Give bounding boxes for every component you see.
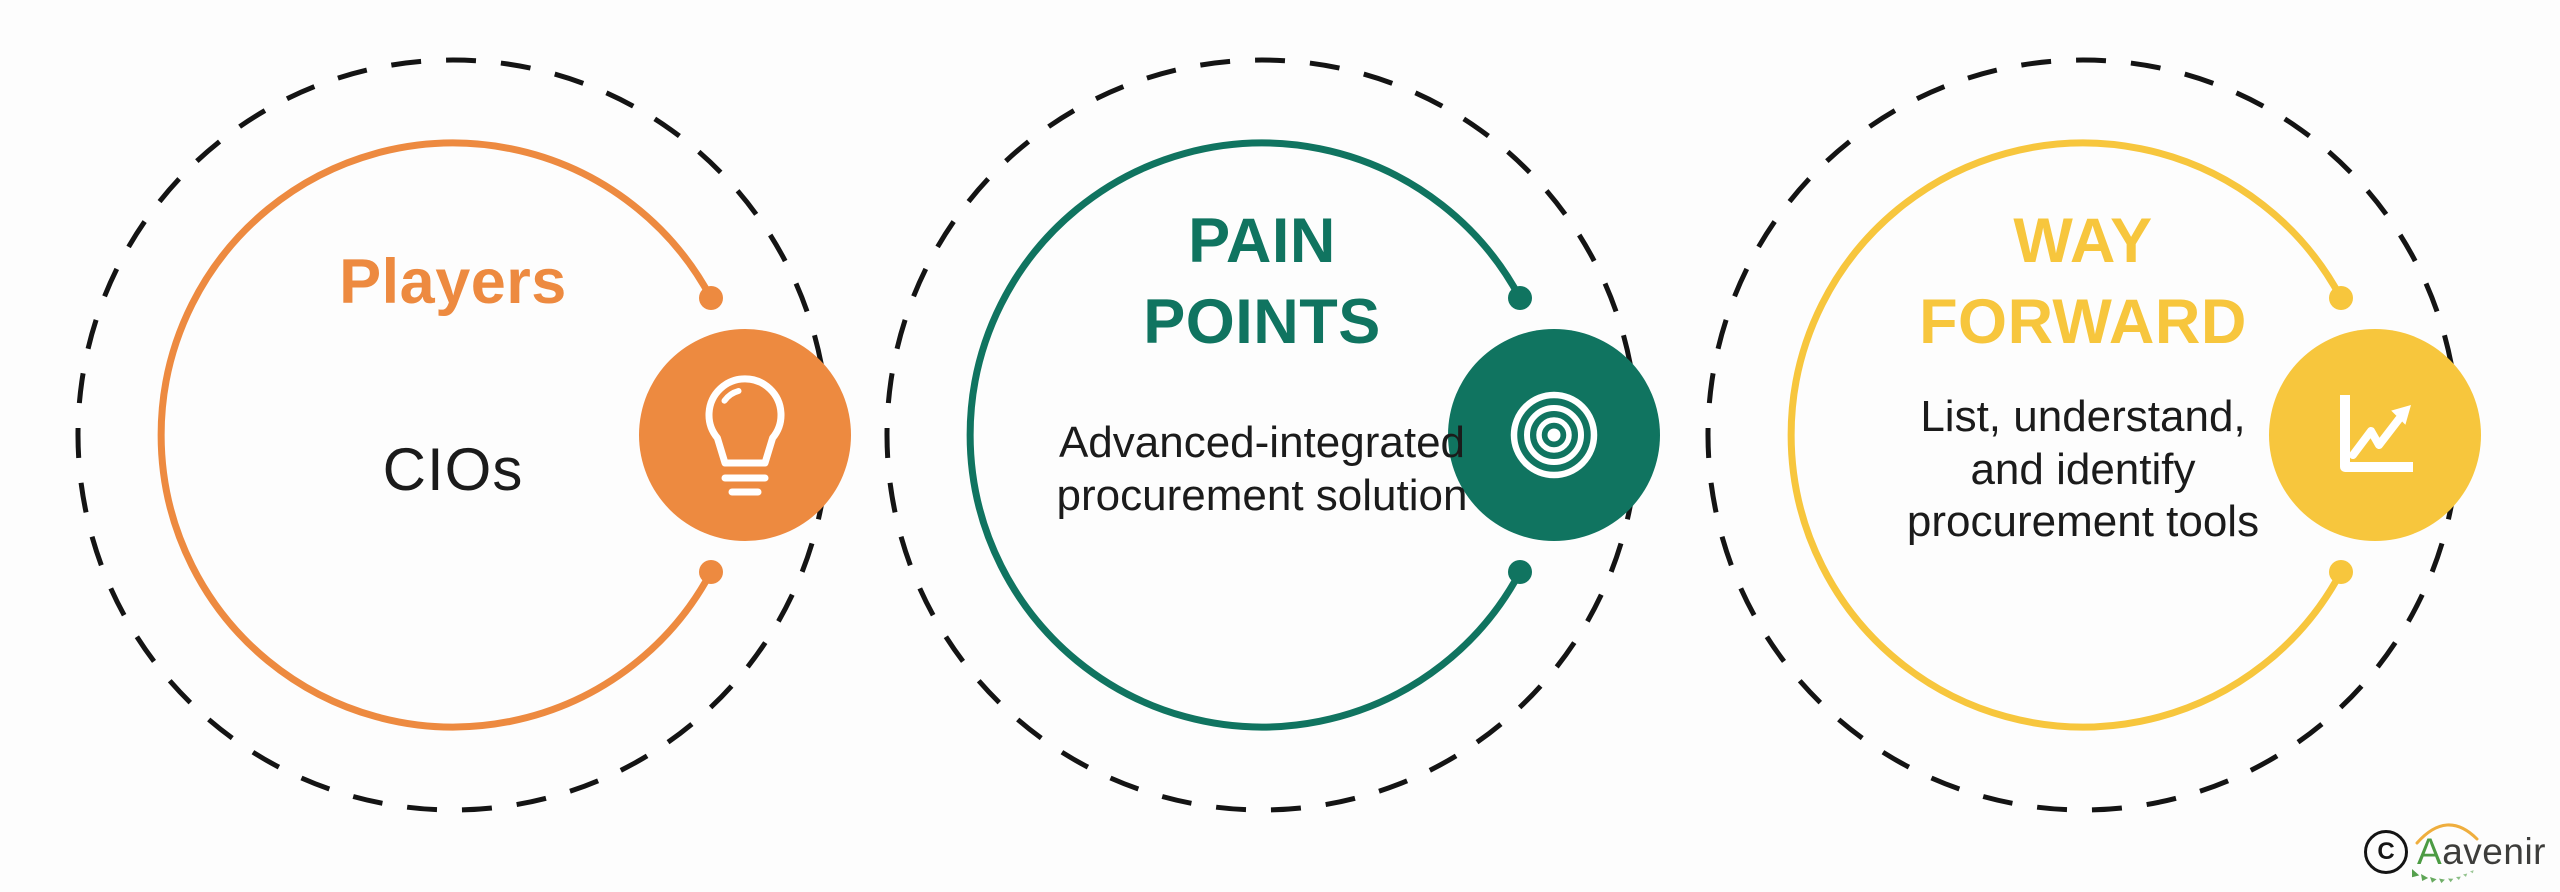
pain-points-ring-graphic <box>884 57 1660 813</box>
logo-brand-text: Aavenir <box>2417 830 2546 872</box>
accent-arc <box>966 139 1524 731</box>
copyright-icon: C <box>2364 830 2409 874</box>
players-body-text: CIOs <box>382 436 524 503</box>
circle-group-pain-points: PAIN POINTS Advanced-integrated procurem… <box>852 0 1672 892</box>
arc-end-dot-bottom <box>2329 560 2353 584</box>
growth-chart-icon <box>2340 395 2413 472</box>
way-forward-ring-graphic <box>1705 57 2481 813</box>
logo-triangles-icon <box>2412 869 2474 884</box>
arc-end-dot-top <box>699 286 723 310</box>
arc-end-dot-bottom <box>1508 560 1532 584</box>
icon-badge <box>639 329 851 541</box>
circle-group-players: Players CIOs <box>43 0 863 892</box>
lightbulb-icon <box>705 375 785 496</box>
pain-points-heading: PAIN POINTS <box>1143 206 1381 357</box>
logo-brand: Aavenir <box>2412 823 2546 884</box>
aavenir-logo: C Aavenir <box>2364 823 2546 884</box>
players-ring-graphic <box>75 57 851 813</box>
way-forward-heading: WAY FORWARD <box>1919 206 2247 357</box>
circle-group-way-forward: WAY FORWARD List, understand, and identi… <box>1673 0 2493 892</box>
arc-end-dot-bottom <box>699 560 723 584</box>
logo-arc-icon <box>2415 823 2479 845</box>
way-forward-body-text: List, understand, and identify procureme… <box>1906 391 2260 547</box>
copyright-letter: C <box>2377 838 2395 865</box>
target-icon <box>1510 391 1598 479</box>
arc-end-dot-top <box>1508 286 1532 310</box>
accent-arc <box>157 139 715 731</box>
players-heading: Players <box>339 246 567 317</box>
arc-end-dot-top <box>2329 286 2353 310</box>
pain-points-body-text: Advanced-integrated procurement solution <box>1056 418 1468 520</box>
accent-arc <box>1787 139 2345 731</box>
